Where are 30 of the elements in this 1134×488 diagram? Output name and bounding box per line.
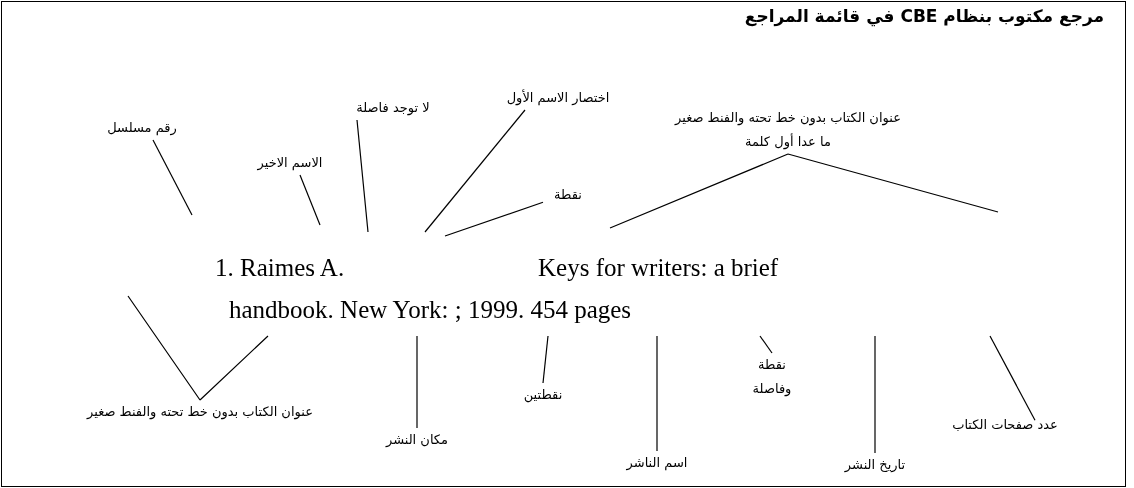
- leader-line: [874, 335, 876, 454]
- annotation-label: عدد صفحات الكتاب: [945, 413, 1065, 437]
- leader-line: [989, 335, 1036, 421]
- leader-line: [759, 335, 773, 354]
- annotation-label: تاريخ النشر: [830, 453, 920, 477]
- annotation-label: اسم الناشر: [612, 451, 702, 475]
- annotation-label: عنوان الكتاب بدون خط تحته والفنط صغير ما عدا أول كلمة: [668, 106, 908, 154]
- leader-line: [356, 119, 369, 233]
- annotation-label: نقطتين: [508, 383, 578, 407]
- leader-line: [299, 174, 321, 226]
- annotation-label: مكان النشر: [372, 428, 462, 452]
- leader-line: [656, 335, 658, 452]
- annotation-label: عنوان الكتاب بدون خط تحته والفنط صغير: [80, 400, 320, 424]
- annotation-label: لا توجد فاصلة: [333, 96, 453, 120]
- leader-line: [542, 335, 549, 384]
- citation-text: 1. Raimes A.: [215, 253, 345, 283]
- leader-line: [127, 295, 269, 401]
- annotation-label: نقطة وفاصلة: [737, 353, 807, 401]
- leader-line: [416, 335, 418, 429]
- title: مرجع مكتوب بنظام CBE في قائمة المراجع: [744, 6, 1104, 26]
- annotation-label: رقم مسلسل: [87, 116, 197, 140]
- leader-line: [424, 109, 526, 233]
- leader-line: [152, 139, 193, 216]
- citation-text: handbook. New York: ; 1999. 454 pages: [229, 295, 632, 325]
- annotation-label: الاسم الاخير: [240, 151, 340, 175]
- leader-line: [609, 153, 999, 229]
- annotation-label: اختصار الاسم الأول: [503, 86, 613, 110]
- citation-text: Keys for writers: a brief: [538, 253, 779, 283]
- annotation-label: نقطة: [543, 183, 593, 207]
- leader-line: [444, 201, 544, 237]
